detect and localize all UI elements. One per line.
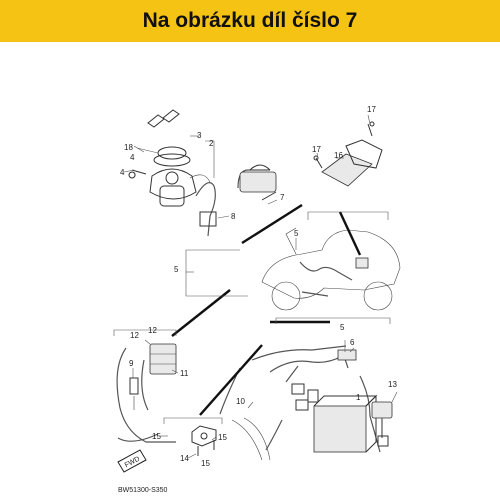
callout-9: 9 bbox=[129, 359, 134, 368]
callout-11: 11 bbox=[180, 369, 189, 378]
mount-bracket-16 bbox=[313, 121, 383, 187]
region-brackets bbox=[113, 211, 391, 424]
harness-connector-group bbox=[195, 164, 277, 237]
callout-15-left: 15 bbox=[152, 432, 161, 441]
callout-16: 16 bbox=[334, 151, 343, 160]
callout-2: 2 bbox=[209, 139, 214, 148]
callout-5-left: 5 bbox=[174, 265, 179, 274]
fwd-marker: FWD bbox=[117, 449, 147, 473]
callout-5-harness: 5 bbox=[340, 323, 345, 332]
callout-12-right: 12 bbox=[148, 326, 157, 335]
drawing-code: BW51300-S350 bbox=[118, 487, 168, 494]
callout-6: 6 bbox=[350, 338, 355, 347]
callout-17-side: 17 bbox=[312, 145, 321, 154]
callout-10: 10 bbox=[236, 397, 245, 406]
callout-17-top: 17 bbox=[367, 105, 376, 114]
banner-title: Na obrázku díl číslo 7 bbox=[142, 9, 358, 32]
header-banner: Na obrázku díl číslo 7 bbox=[0, 0, 500, 42]
callout-5-scooter: 5 bbox=[294, 229, 299, 238]
scooter-outline bbox=[261, 227, 401, 311]
leader-lines bbox=[123, 114, 398, 459]
callout-15-right: 15 bbox=[218, 433, 227, 442]
battery-and-relay bbox=[313, 394, 393, 453]
callout-12-top: 12 bbox=[130, 331, 139, 340]
callout-labels: 17 3 2 18 17 16 4 4 7 8 5 5 12 12 5 6 9 … bbox=[120, 105, 397, 468]
ignition-switch-assembly bbox=[128, 109, 211, 207]
bottom-relay-group bbox=[191, 417, 271, 461]
pointer-lines bbox=[171, 203, 362, 416]
callout-8: 8 bbox=[231, 212, 236, 221]
callout-4-upper: 4 bbox=[130, 153, 135, 162]
callout-7: 7 bbox=[280, 193, 285, 202]
callout-1: 1 bbox=[356, 393, 361, 402]
left-harness-cdi bbox=[116, 343, 241, 443]
callout-18: 18 bbox=[124, 143, 133, 152]
callout-15-bottom: 15 bbox=[201, 459, 210, 468]
callout-3: 3 bbox=[197, 131, 202, 140]
callout-14: 14 bbox=[180, 454, 189, 463]
callout-13: 13 bbox=[388, 380, 397, 389]
callout-4-lower: 4 bbox=[120, 168, 125, 177]
